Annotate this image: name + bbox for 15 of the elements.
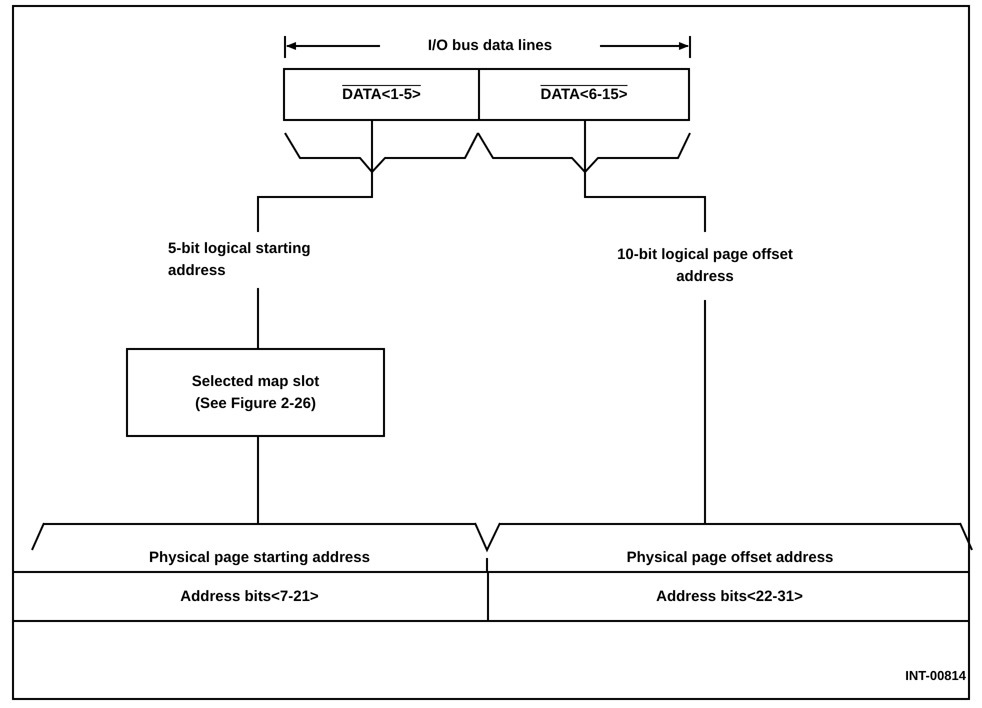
field-header: Physical page offset address xyxy=(500,523,960,573)
process-box: Selected map slot (See Figure 2-26) xyxy=(126,348,385,437)
connector-line xyxy=(584,121,706,232)
figure-id: INT-00814 xyxy=(905,667,966,685)
connector-line xyxy=(257,121,373,232)
address-field: Address bits<7-21> xyxy=(12,571,487,622)
connector-line xyxy=(257,288,259,348)
address-field: Address bits<22-31> xyxy=(487,571,970,622)
connector-line xyxy=(257,437,259,523)
data-field: DATA<1-5> xyxy=(283,68,480,121)
field-label: 5-bit logical starting address xyxy=(168,232,348,288)
field-header: Physical page starting address xyxy=(44,523,475,573)
field-label: 10-bit logical page offset address xyxy=(605,232,805,300)
data-field: DATA<6-15> xyxy=(480,68,690,121)
connector-line xyxy=(704,300,706,523)
